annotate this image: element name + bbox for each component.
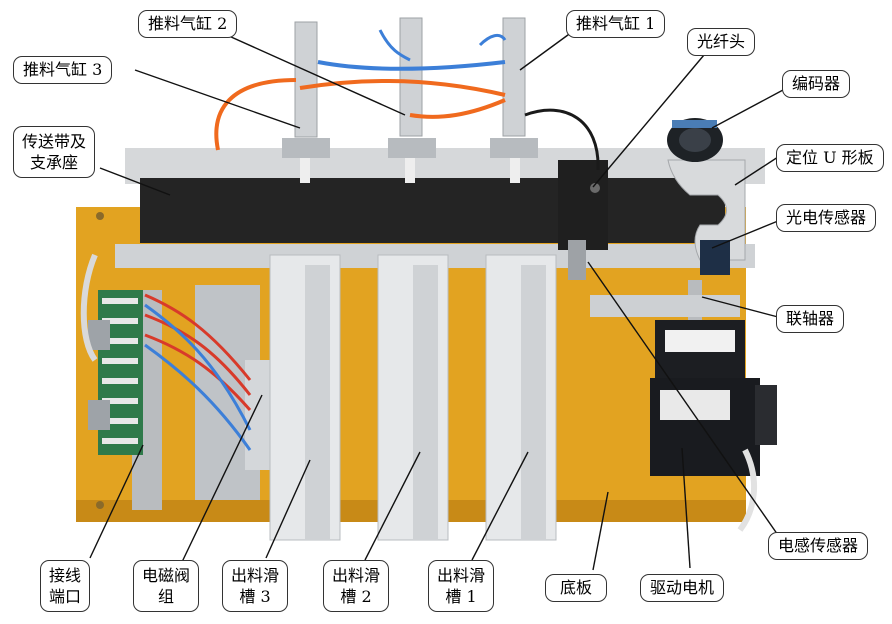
red-wire — [144, 313, 252, 396]
label-chute-1: 出料滑 槽 1 — [428, 560, 495, 612]
chute-3-shade — [305, 265, 330, 540]
cable-bundle — [80, 253, 98, 362]
label-encoder: 编码器 — [782, 70, 851, 98]
connector — [88, 320, 110, 350]
cylinder-base — [490, 138, 538, 158]
chute-1-shade — [521, 265, 546, 540]
terminal-screw-row — [102, 398, 138, 404]
label-coupling: 联轴器 — [776, 305, 845, 333]
terminal-block — [98, 290, 143, 455]
motor-wing — [755, 385, 777, 445]
label-u-plate: 定位 U 形板 — [776, 144, 884, 172]
motor-label — [665, 330, 735, 352]
cylinder-rod — [405, 158, 415, 183]
label-inductive-sensor: 电感传感器 — [768, 532, 869, 560]
cylinder-base — [282, 138, 330, 158]
motor-label — [660, 390, 730, 420]
terminal-screw-row — [102, 318, 138, 324]
chute-2-shade — [413, 265, 438, 540]
terminal-screw-row — [102, 418, 138, 424]
encoder-face — [679, 128, 711, 152]
label-base-plate: 底板 — [545, 574, 608, 602]
red-wire — [144, 293, 252, 381]
fiber-head-box — [558, 160, 608, 250]
cylinder-rod — [300, 158, 310, 183]
cylinder-body — [294, 21, 318, 138]
label-solenoid-valve: 电磁阀 组 — [133, 560, 200, 612]
inductive-sensor — [568, 240, 586, 280]
terminal-screw-row — [102, 378, 138, 384]
label-drive-motor: 驱动电机 — [640, 574, 725, 602]
orange-hose — [409, 98, 506, 119]
cylinder-base — [388, 138, 436, 158]
label-fiber-head: 光纤头 — [687, 28, 756, 56]
photo-sensor-body — [700, 240, 730, 275]
blue-hose — [478, 33, 507, 47]
label-cylinder-2: 推料气缸 2 — [138, 10, 238, 38]
cylinder-1-group — [490, 17, 538, 183]
label-chute-2: 出料滑 槽 2 — [323, 560, 390, 612]
label-terminal-port: 接线 端口 — [40, 560, 91, 612]
cylinder-2-group — [388, 17, 436, 183]
motor-bracket — [590, 295, 740, 317]
label-belt-support: 传送带及 支承座 — [13, 126, 96, 178]
cylinder-rod — [510, 158, 520, 183]
terminal-screw-row — [102, 358, 138, 364]
base-screw — [96, 501, 104, 509]
label-cylinder-1: 推料气缸 1 — [566, 10, 666, 38]
label-photo-sensor: 光电传感器 — [776, 204, 877, 232]
connector — [88, 400, 110, 430]
base-screw — [96, 212, 104, 220]
fiber-lens — [590, 183, 600, 193]
terminal-screw-row — [102, 438, 138, 444]
belt — [140, 178, 725, 243]
label-cylinder-3: 推料气缸 3 — [13, 56, 113, 84]
cylinder-body — [399, 17, 423, 137]
terminal-screw-row — [102, 298, 138, 304]
label-chute-3: 出料滑 槽 3 — [222, 560, 289, 612]
cylinder-body — [502, 17, 526, 137]
encoder-label-strip — [672, 120, 717, 128]
terminal-screw-row — [102, 338, 138, 344]
